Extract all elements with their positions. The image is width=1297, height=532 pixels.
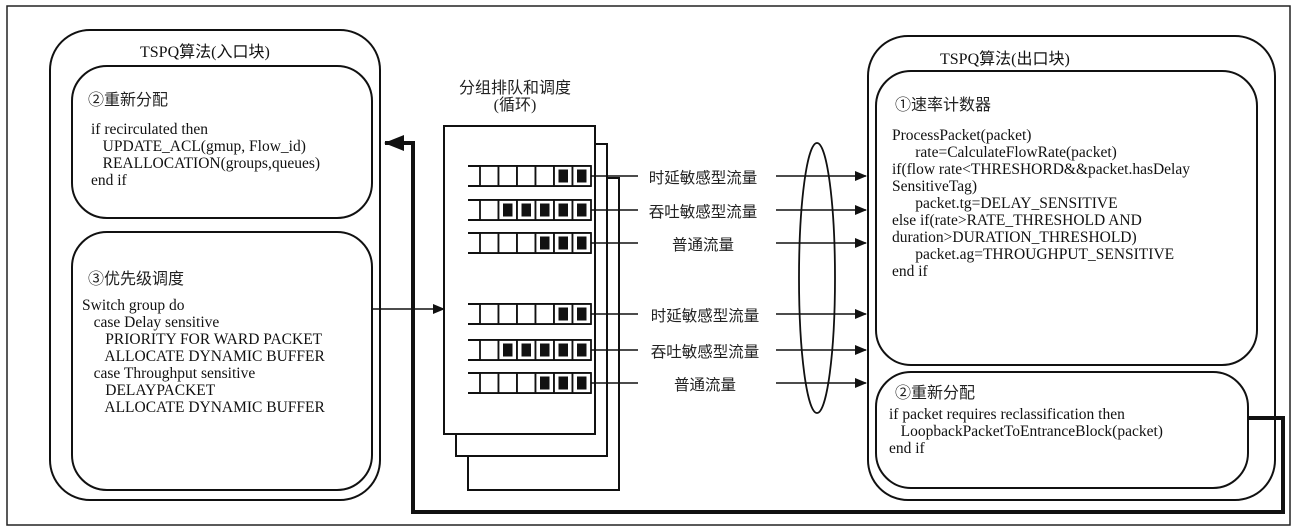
exit-reallocation-code-line: end if: [889, 440, 925, 457]
queued-packet: [521, 343, 531, 357]
queued-packet: [521, 203, 531, 217]
queue-slot: [516, 165, 537, 187]
queue-slot: [516, 303, 537, 325]
queue-block-title-line1: 分组排队和调度: [458, 80, 571, 97]
queue-slot: [497, 303, 518, 325]
priority-scheduling-code-line: case Delay sensitive: [82, 314, 220, 331]
queued-packet: [577, 307, 587, 321]
queued-packet: [558, 236, 568, 250]
flow-label: 吞吐敏感型流量: [650, 344, 760, 361]
queue-5: [468, 339, 867, 361]
queue-slot: [497, 372, 518, 394]
entrance-reallocation-heading: ②重新分配: [88, 92, 169, 109]
queue-slot: [479, 303, 500, 325]
outer-frame: [6, 5, 1291, 526]
queued-packet: [577, 169, 587, 183]
entrance-reallocation-code-line: REALLOCATION(groups,queues): [91, 155, 321, 172]
queue-slot: [534, 165, 555, 187]
queued-packet: [558, 376, 568, 390]
entrance-reallocation-code-line: UPDATE_ACL(gmup, Flow_id): [91, 138, 306, 155]
queued-packet: [558, 169, 568, 183]
exit-reallocation-code-line: LoopbackPacketToEntranceBlock(packet): [889, 423, 1163, 440]
queue-slot: [534, 303, 555, 325]
entrance-reallocation-code-line: if recirculated then: [91, 121, 209, 138]
queued-packet: [577, 236, 587, 250]
exit-block-frame: [867, 35, 1276, 501]
priority-scheduling-heading: ③优先级调度: [88, 271, 185, 288]
priority-scheduling-frame: [71, 231, 373, 491]
priority-scheduling-code-line: Switch group do: [82, 297, 185, 314]
queue-6: [468, 372, 867, 394]
queued-packet: [540, 343, 550, 357]
flow-label: 时延敏感型流量: [650, 308, 760, 325]
queue-slot: [479, 339, 500, 361]
queued-packet: [558, 203, 568, 217]
queue-2: [468, 199, 867, 221]
queued-packet: [577, 343, 587, 357]
priority-scheduling-code-line: ALLOCATE DYNAMIC BUFFER: [82, 348, 325, 365]
entrance-reallocation-frame: [71, 65, 373, 219]
queued-packet: [558, 343, 568, 357]
queued-packet: [577, 203, 587, 217]
queued-packet: [503, 203, 513, 217]
rate-counter-code-line: duration>DURATION_THRESHOLD): [892, 229, 1137, 246]
exit-reallocation-code: if packet requires reclassification then…: [889, 406, 1163, 457]
queued-packet: [540, 236, 550, 250]
priority-scheduling-code-line: case Throughput sensitive: [82, 365, 256, 382]
entrance-reallocation-code-line: end if: [91, 172, 127, 189]
flow-label: 普通流量: [671, 237, 734, 254]
queue-slot: [497, 232, 518, 254]
loopback-path: [384, 135, 1285, 514]
queued-packet: [540, 203, 550, 217]
rate-counter-heading: ①速率计数器: [895, 97, 992, 114]
queue-3: [468, 232, 867, 254]
queue-slot: [479, 372, 500, 394]
queue-4: [468, 303, 867, 325]
rate-counter-code-line: else if(rate>RATE_THRESHOLD AND: [892, 212, 1142, 229]
priority-scheduling-code: Switch group do case Delay sensitive PRI…: [82, 297, 325, 416]
rate-counter-code-line: packet.tg=DELAY_SENSITIVE: [892, 195, 1118, 212]
rate-counter-code-line: packet.ag=THROUGHPUT_SENSITIVE: [892, 246, 1175, 263]
queue-1: [468, 165, 867, 187]
rate-counter-code-line: if(flow rate<THRESHORD&&packet.hasDelay: [892, 161, 1190, 178]
flow-label: 吞吐敏感型流量: [648, 204, 758, 221]
rate-counter-code-line: end if: [892, 263, 928, 280]
queue-slot: [497, 165, 518, 187]
priority-scheduling-code-line: PRIORITY FOR WARD PACKET: [82, 331, 323, 348]
entrance-block-frame: [49, 29, 381, 501]
queue-block-title: 分组排队和调度 (循环): [415, 80, 615, 114]
queue-slot: [479, 232, 500, 254]
flow-label: 时延敏感型流量: [648, 170, 758, 187]
rate-counter-frame: [875, 70, 1258, 366]
queue-slot: [479, 199, 500, 221]
exit-reallocation-frame: [875, 371, 1249, 489]
rate-counter-code-line: rate=CalculateFlowRate(packet): [892, 144, 1117, 161]
priority-scheduling-code-line: DELAYPACKET: [82, 382, 216, 399]
queued-packet: [540, 376, 550, 390]
entrance-block-title: TSPQ算法(入口块): [140, 44, 270, 61]
rate-counter-code: ProcessPacket(packet) rate=CalculateFlow…: [892, 127, 1190, 280]
flow-aggregation-ellipse: [798, 142, 836, 414]
queue-slot: [516, 232, 537, 254]
entrance-reallocation-code: if recirculated then UPDATE_ACL(gmup, Fl…: [91, 121, 320, 189]
queued-packet: [503, 343, 513, 357]
exit-reallocation-code-line: if packet requires reclassification then: [889, 406, 1125, 423]
queue-slot: [479, 165, 500, 187]
queue-slot: [516, 372, 537, 394]
queued-packet: [577, 376, 587, 390]
exit-reallocation-heading: ②重新分配: [895, 385, 976, 402]
queue-block-title-line2: (循环): [493, 97, 537, 114]
rate-counter-code-line: ProcessPacket(packet): [892, 127, 1032, 144]
flow-label: 普通流量: [673, 377, 736, 394]
priority-scheduling-code-line: ALLOCATE DYNAMIC BUFFER: [82, 399, 325, 416]
queued-packet: [558, 307, 568, 321]
exit-block-title: TSPQ算法(出口块): [940, 51, 1070, 68]
rate-counter-code-line: SensitiveTag): [892, 178, 978, 195]
